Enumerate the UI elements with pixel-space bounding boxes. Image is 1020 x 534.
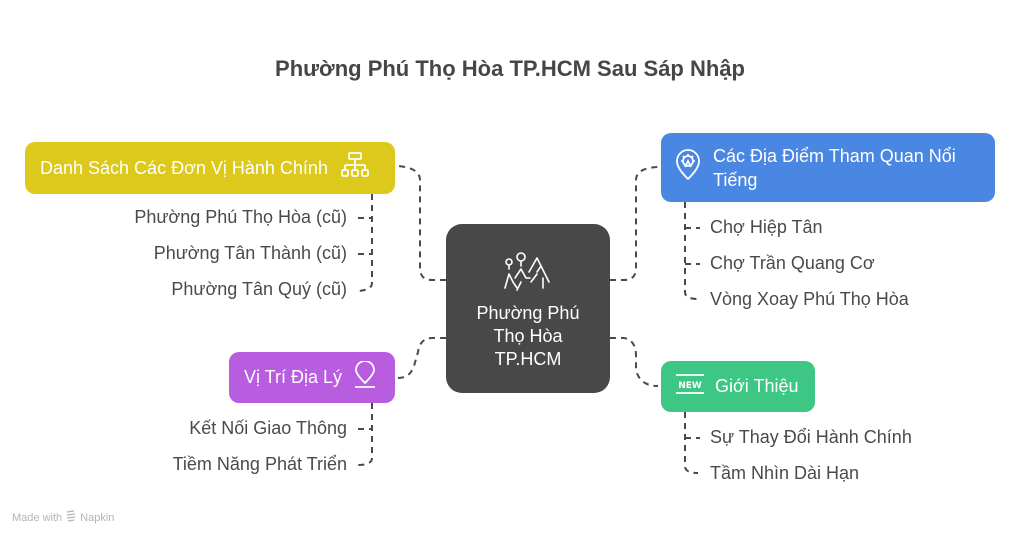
branch-attractions-label-line-1: Các Địa Điểm Tham Quan Nổi <box>713 145 956 166</box>
central-topic-node[interactable]: Phường Phú Thọ Hòa TP.HCM <box>446 224 610 393</box>
introduction-item: Sự Thay Đổi Hành Chính <box>710 427 912 447</box>
central-topic-line-1: Phường Phú <box>476 303 580 323</box>
attraction-item: Chợ Trần Quang Cơ <box>710 253 875 273</box>
branch-location-label: Vị Trí Địa Lý <box>244 367 343 387</box>
admin-unit-item: Phường Tân Quý (cũ) <box>171 279 347 299</box>
central-topic-line-3: TP.HCM <box>494 349 562 369</box>
attraction-item: Chợ Hiệp Tân <box>710 217 823 237</box>
central-topic-line-2: Thọ Hòa <box>493 326 563 346</box>
park-people-trees-icon <box>503 252 553 298</box>
location-item: Kết Nối Giao Thông <box>189 418 347 438</box>
branch-admin-units-label: Danh Sách Các Đơn Vị Hành Chính <box>40 157 328 178</box>
branch-attractions-label-line-2: Tiếng <box>713 169 758 190</box>
location-item: Tiềm Năng Phát Triển <box>172 454 347 474</box>
admin-unit-item: Phường Phú Thọ Hòa (cũ) <box>134 207 347 227</box>
org-chart-icon <box>340 151 370 186</box>
branch-introduction[interactable]: NEW Giới Thiệu <box>661 361 815 412</box>
branch-introduction-label: Giới Thiệu <box>715 376 799 396</box>
branch-location[interactable]: Vị Trí Địa Lý <box>229 352 395 403</box>
new-badge-icon: NEW <box>675 372 705 401</box>
diagram-title: Phường Phú Thọ Hòa TP.HCM Sau Sáp Nhập <box>275 56 745 81</box>
branch-admin-units[interactable]: Danh Sách Các Đơn Vị Hành Chính <box>25 142 395 194</box>
napkin-logo-icon <box>66 510 76 525</box>
introduction-item: Tầm Nhìn Dài Hạn <box>710 463 860 483</box>
map-pin-icon <box>352 360 378 394</box>
ferris-wheel-pin-icon <box>675 149 701 186</box>
napkin-brand-text: Napkin <box>80 511 115 524</box>
made-with-napkin-footer: Made with Napkin <box>12 510 114 525</box>
svg-text:NEW: NEW <box>678 381 702 391</box>
made-with-text: Made with <box>12 511 63 524</box>
attraction-item: Vòng Xoay Phú Thọ Hòa <box>710 289 909 309</box>
admin-unit-item: Phường Tân Thành (cũ) <box>153 243 347 263</box>
branch-attractions-label: Các Địa Điểm Tham Quan Nổi Tiếng <box>713 144 956 192</box>
branch-attractions[interactable]: Các Địa Điểm Tham Quan Nổi Tiếng <box>661 133 995 202</box>
